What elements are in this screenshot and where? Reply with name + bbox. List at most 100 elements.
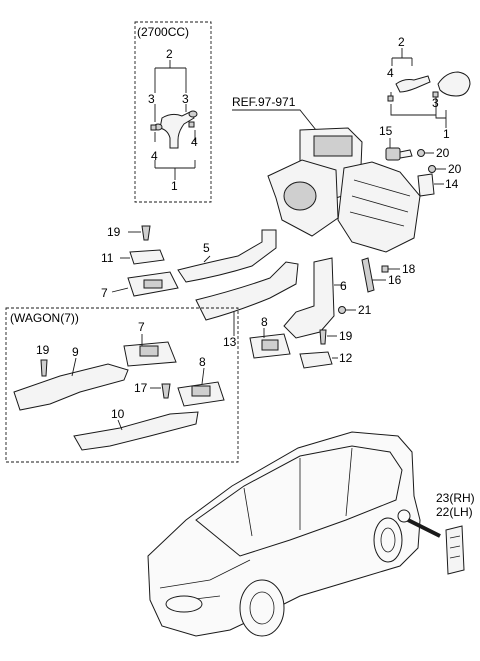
screw-19-wagon: [40, 359, 48, 377]
label-1-2700: 1: [171, 179, 178, 193]
label-9: 9: [72, 345, 79, 359]
car-grille: [165, 595, 203, 613]
label-21: 21: [358, 303, 372, 317]
label-7-top: 7: [101, 286, 108, 300]
fitting-15-shape: [385, 147, 401, 161]
car-front-wheel-hub: [249, 591, 275, 625]
leader-1-2700: [154, 160, 196, 180]
label-3-std: 3: [432, 96, 439, 110]
car-pillars: [243, 447, 353, 537]
clip-11: [129, 249, 165, 265]
hose-assembly-2700cc: [150, 60, 198, 180]
duct-5: [177, 229, 277, 283]
label-12: 12: [339, 351, 353, 365]
bracket-7-top-detail: [143, 279, 163, 289]
hose-assembly-standard: [387, 48, 471, 128]
hose-std-right: [437, 71, 471, 97]
duct-6: [283, 257, 346, 339]
cover-22-23-grille: [449, 535, 461, 559]
bracket-10: [73, 411, 199, 451]
screw-20-upper: [417, 149, 425, 157]
bracket-9: [13, 363, 129, 411]
screw-19-mid: [319, 329, 327, 345]
label-2-2700: 2: [166, 47, 173, 61]
hose-2700: [159, 111, 195, 149]
label-4-2700-right: 4: [191, 135, 198, 149]
screw-20-lower: [428, 165, 436, 173]
label-19-mid: 19: [339, 329, 353, 343]
leader-10: [117, 419, 123, 431]
leader-9: [71, 357, 77, 377]
leader-2-2700: [154, 60, 187, 93]
hose-end-right: [188, 110, 198, 118]
label-17: 17: [134, 381, 148, 395]
blower-fan: [283, 181, 317, 211]
box-2700cc-title: (2700CC): [137, 25, 189, 39]
label-4-2700-left: 4: [151, 149, 158, 163]
label-22-lh: 22(LH): [436, 505, 473, 519]
label-8-wagon: 8: [199, 355, 206, 369]
duct-13-shape: [195, 261, 299, 321]
heater-unit: [267, 127, 421, 253]
label-8-mid: 8: [261, 315, 268, 329]
label-7-wagon: 7: [138, 320, 145, 334]
label-15: 15: [379, 124, 393, 138]
leader-22-23: [407, 518, 441, 538]
label-5: 5: [203, 241, 210, 255]
leader-7-top: [111, 287, 129, 293]
car-rear-wheel-hub: [380, 527, 396, 553]
label-3-2700-right: 3: [182, 92, 189, 106]
car-greenhouse: [195, 445, 403, 557]
label-2-std: 2: [398, 35, 405, 49]
label-11: 11: [101, 251, 114, 265]
label-19-wagon: 19: [36, 343, 50, 357]
leader-8-wagon: [201, 367, 205, 385]
duct-13: [195, 261, 299, 336]
label-13: 13: [223, 335, 237, 349]
fitting-15-pipe: [399, 149, 413, 159]
cover-22-23: [445, 525, 465, 575]
label-14: 14: [445, 177, 459, 191]
screw-17: [161, 383, 171, 399]
label-23-rh: 23(RH): [436, 491, 475, 505]
leader-ref: [232, 109, 317, 131]
clip-12: [299, 351, 333, 369]
heater-core-case: [337, 161, 421, 253]
car-front-wheel: [239, 579, 285, 637]
leader-3-4-2700: [154, 104, 196, 142]
bracket-8-mid-detail: [261, 339, 279, 351]
label-1-std: 1: [443, 127, 450, 141]
box-wagon-title: (WAGON(7)): [10, 311, 79, 325]
hose-std-left: [395, 75, 431, 93]
screw-19-top: [141, 225, 151, 241]
fuel-door: [397, 509, 411, 523]
clamp-4-left: [150, 124, 157, 131]
screw-21: [338, 306, 346, 314]
duct-6-shape: [283, 257, 335, 339]
label-16: 16: [388, 273, 402, 287]
bracket-8-wagon-detail: [191, 385, 211, 397]
bracket-7-wagon-detail: [139, 345, 159, 357]
vehicle-illustration: [147, 431, 421, 637]
label-6: 6: [340, 279, 347, 293]
leader-2-std: [391, 48, 413, 66]
clamp-4-std-left: [387, 95, 394, 102]
leader-5: [203, 255, 211, 263]
heater-inlet: [313, 135, 353, 157]
clamp-4-right: [188, 121, 195, 128]
label-4-std: 4: [387, 66, 394, 80]
box-wagon: [5, 307, 239, 463]
car-rear-wheel: [373, 517, 403, 563]
fitting-15: [385, 138, 413, 161]
screw-18: [381, 265, 389, 273]
box-2700cc: [134, 21, 212, 203]
clamp-4-std-right: [432, 91, 439, 98]
label-10: 10: [111, 407, 125, 421]
gasket-14: [417, 173, 435, 197]
label-20-lower: 20: [448, 162, 462, 176]
ref-label: REF.97-971: [232, 95, 296, 109]
duct-5-shape: [177, 229, 277, 283]
label-19-top: 19: [107, 225, 121, 239]
